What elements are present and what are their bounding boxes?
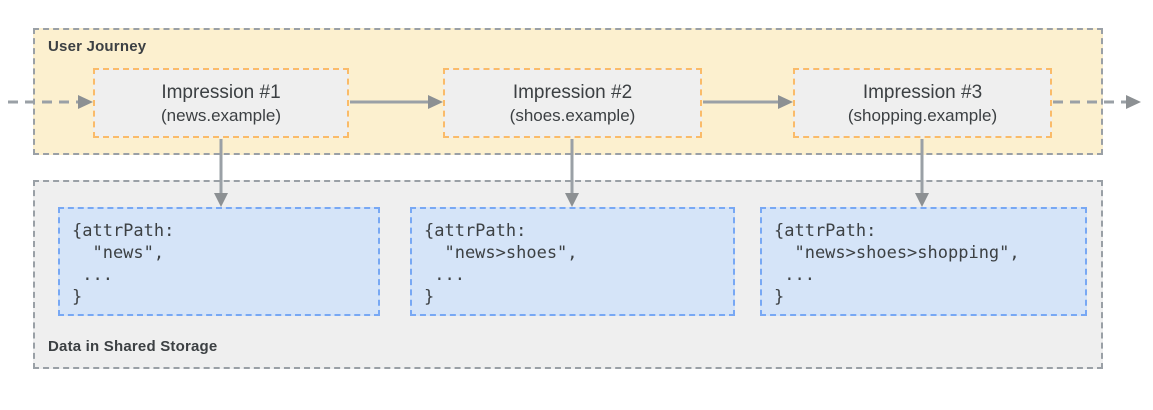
storage-record-1-card: {attrPath: "news", ... } bbox=[58, 207, 380, 316]
storage-record-3-code: {attrPath: "news>shoes>shopping", ... } bbox=[774, 221, 1020, 307]
user-journey-label: User Journey bbox=[48, 38, 147, 55]
impression-1-site: (news.example) bbox=[161, 105, 281, 125]
impression-2-title: Impression #2 bbox=[512, 81, 633, 103]
storage-record-2-code: {attrPath: "news>shoes", ... } bbox=[424, 221, 578, 307]
storage-record-1-code: {attrPath: "news", ... } bbox=[72, 221, 175, 307]
impression-3-title: Impression #3 bbox=[862, 81, 983, 103]
impression-2-site: (shoes.example) bbox=[509, 105, 636, 125]
storage-record-3-card: {attrPath: "news>shoes>shopping", ... } bbox=[760, 207, 1087, 316]
shared-storage-label: Data in Shared Storage bbox=[48, 338, 218, 355]
impression-2-node: Impression #2 (shoes.example) bbox=[443, 68, 702, 138]
impression-1-title: Impression #1 bbox=[161, 81, 281, 103]
impression-1-node: Impression #1 (news.example) bbox=[93, 68, 349, 138]
impression-3-node: Impression #3 (shopping.example) bbox=[793, 68, 1052, 138]
impression-3-site: (shopping.example) bbox=[847, 105, 998, 125]
storage-record-2-card: {attrPath: "news>shoes", ... } bbox=[410, 207, 735, 316]
